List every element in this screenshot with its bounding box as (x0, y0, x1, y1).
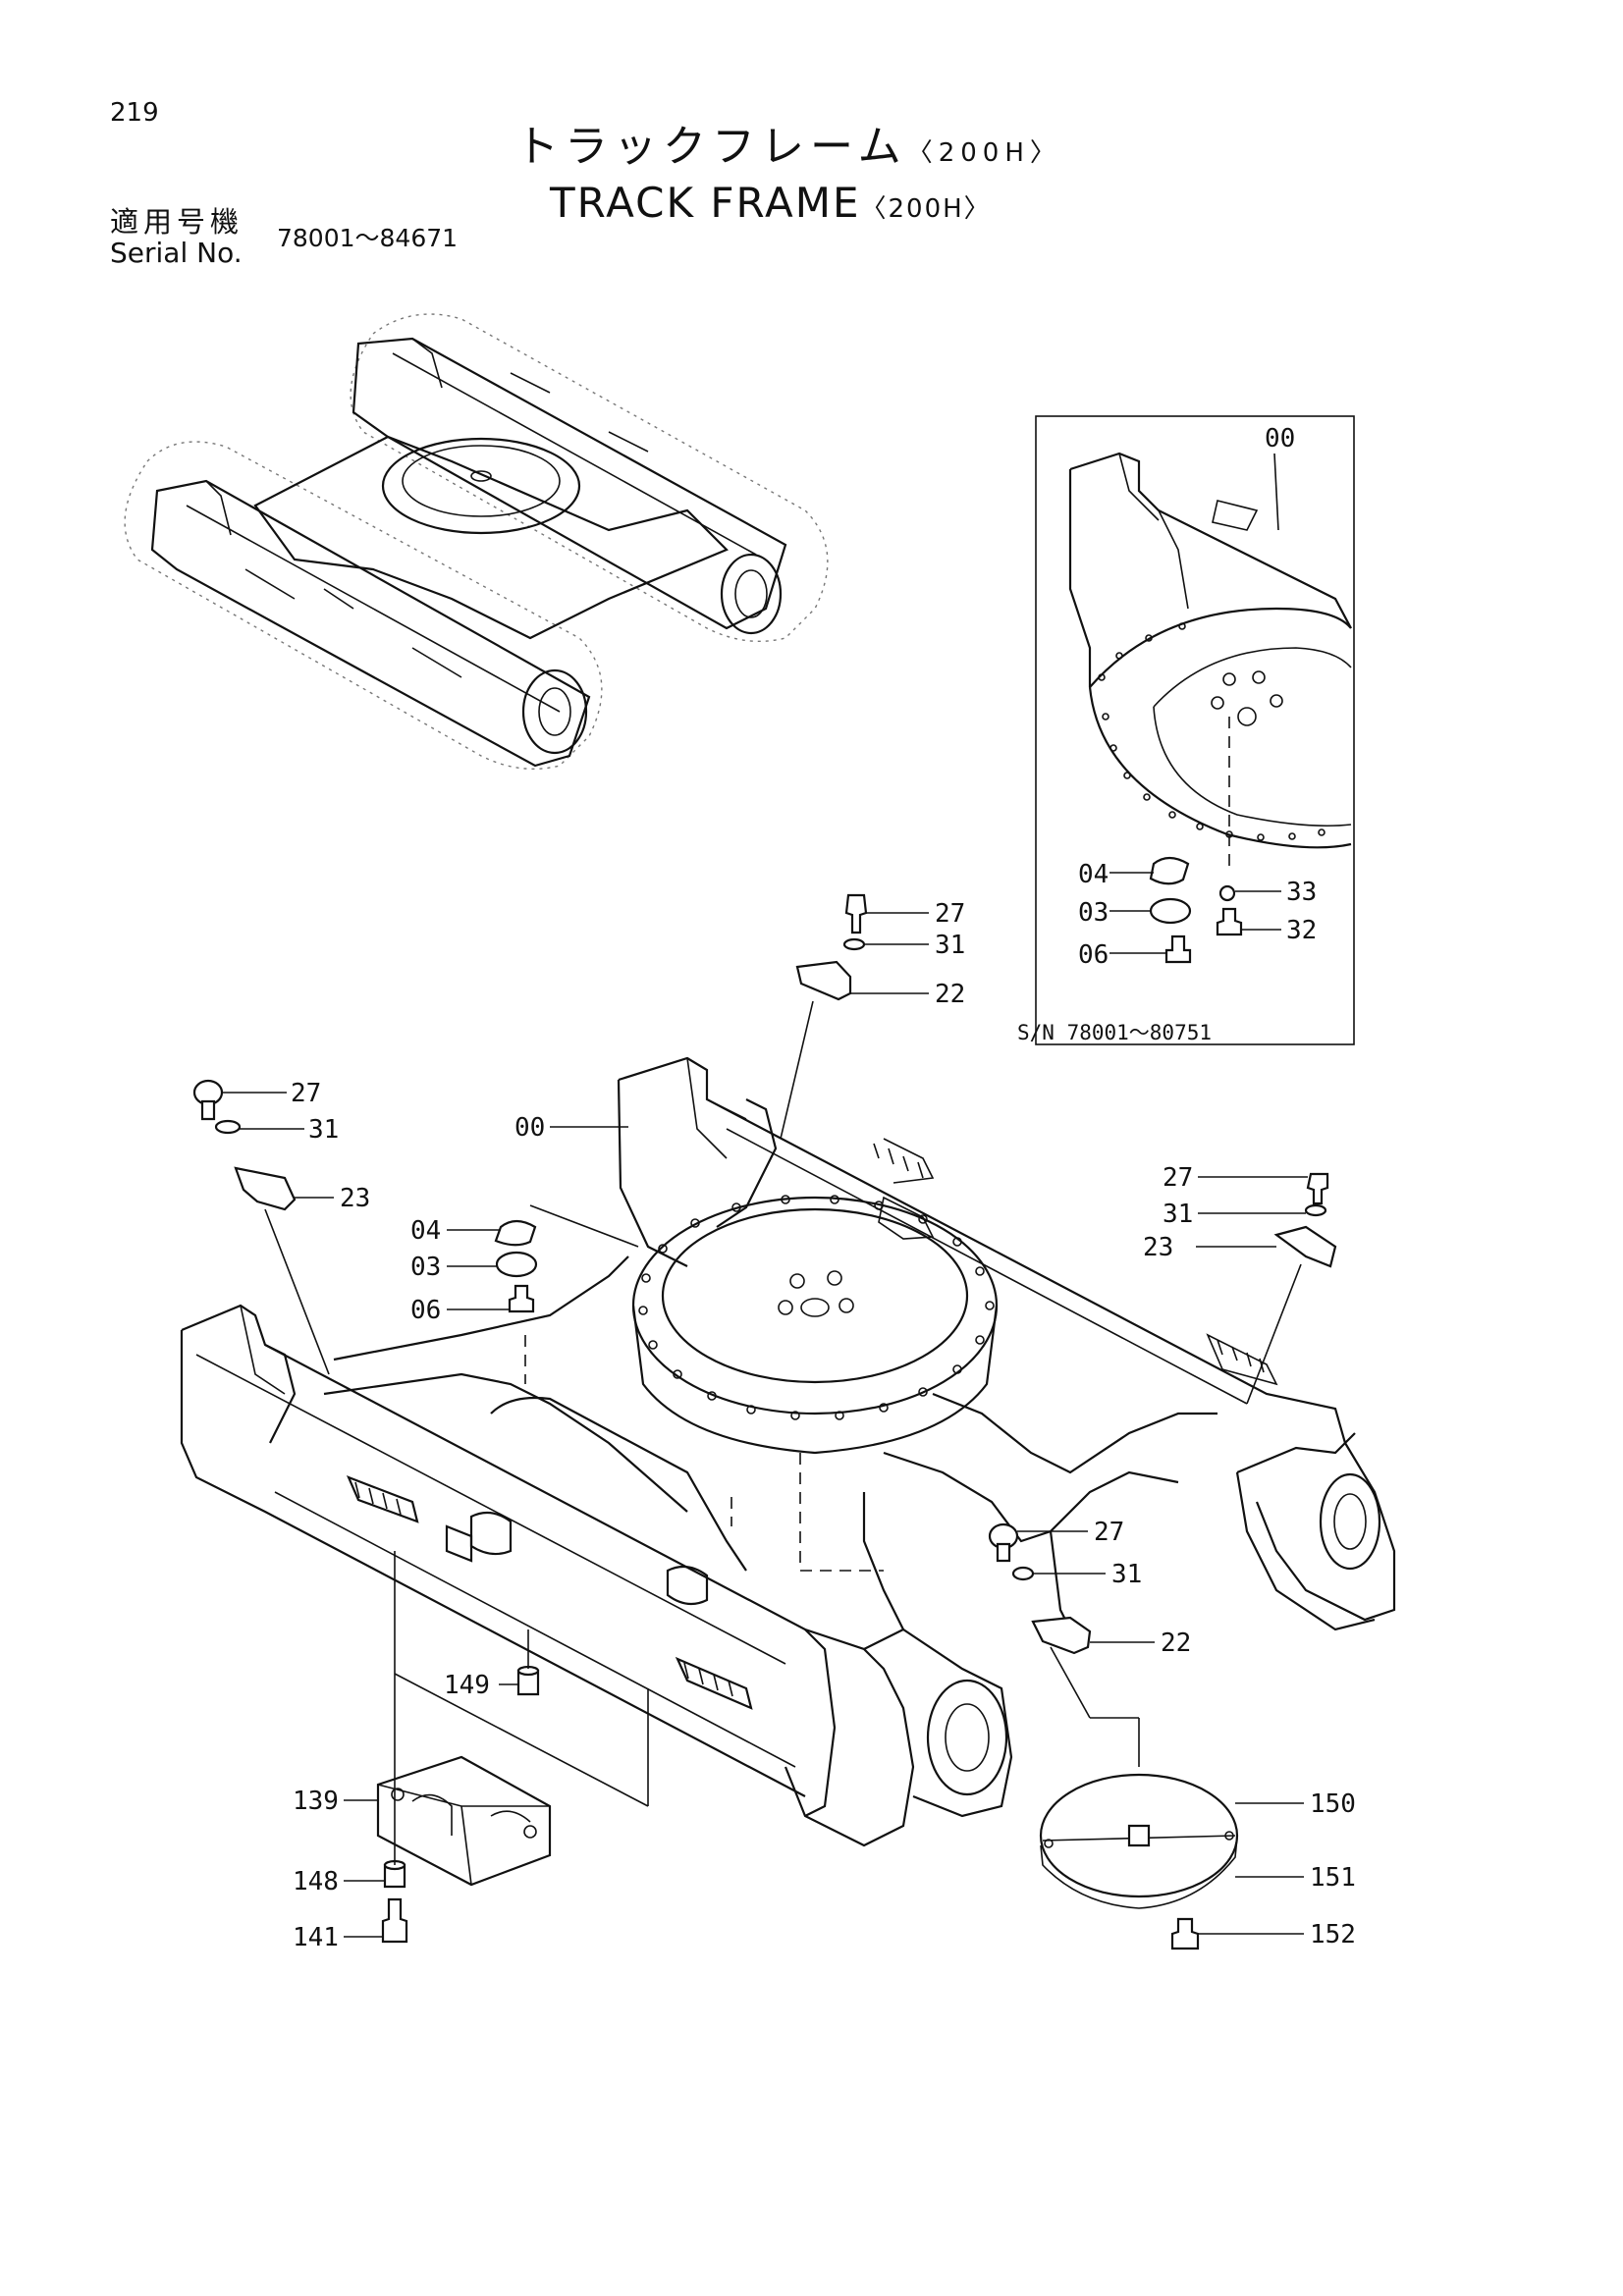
inset-serial-note: S/N 78001～80751 (1017, 1021, 1213, 1044)
serial-range: 78001～84671 (277, 224, 459, 252)
title-japanese-text: トラックフレーム (515, 122, 907, 172)
title-english-suffix: 〈200H〉 (860, 194, 992, 224)
serial-label-japanese: 適用号機 (110, 205, 244, 239)
label-149: 149 (444, 1671, 490, 1700)
label-23-left: 23 (340, 1184, 371, 1213)
title-japanese: トラックフレーム〈200H〉 (515, 126, 1061, 169)
label-06-main: 06 (410, 1296, 442, 1325)
inset-label-03: 03 (1078, 898, 1109, 928)
label-31-top: 31 (935, 931, 966, 960)
title-japanese-suffix: 〈200H〉 (906, 138, 1061, 168)
label-27-left: 27 (291, 1079, 322, 1108)
label-139: 139 (293, 1787, 339, 1816)
inset-label-04: 04 (1078, 860, 1109, 889)
label-04-main: 04 (410, 1216, 442, 1246)
label-27-lower: 27 (1094, 1518, 1125, 1547)
label-00-main: 00 (514, 1113, 546, 1143)
overview-drawing (124, 313, 829, 770)
label-151: 151 (1310, 1863, 1356, 1893)
label-141: 141 (293, 1923, 339, 1952)
inset-label-06: 06 (1078, 940, 1109, 970)
inset-label-00: 00 (1265, 424, 1296, 454)
label-27-top: 27 (935, 899, 966, 929)
label-23-right: 23 (1143, 1233, 1174, 1262)
label-31-right: 31 (1163, 1200, 1194, 1229)
label-03-main: 03 (410, 1253, 442, 1282)
label-leaders (222, 912, 1308, 1938)
page-number: 219 (110, 98, 159, 128)
serial-label-english: Serial No. (110, 237, 243, 269)
label-31-left: 31 (308, 1115, 340, 1145)
label-22-lower: 22 (1161, 1629, 1192, 1658)
inset-label-32: 32 (1286, 916, 1318, 945)
title-english: TRACK FRAME〈200H〉 (550, 183, 992, 224)
label-27-right: 27 (1163, 1163, 1194, 1193)
label-22-top: 22 (935, 980, 966, 1009)
main-frame-drawing (180, 1056, 1396, 1847)
main-flange-holes (638, 1195, 995, 1420)
inset-label-33: 33 (1286, 878, 1318, 907)
label-152: 152 (1310, 1920, 1356, 1949)
label-148: 148 (293, 1867, 339, 1896)
label-150: 150 (1310, 1789, 1356, 1819)
inset-flange-holes (1098, 622, 1325, 841)
loose-parts (192, 893, 1337, 1950)
title-english-text: TRACK FRAME (550, 179, 861, 227)
inset-detail (1035, 415, 1355, 1045)
label-31-lower: 31 (1111, 1560, 1143, 1589)
